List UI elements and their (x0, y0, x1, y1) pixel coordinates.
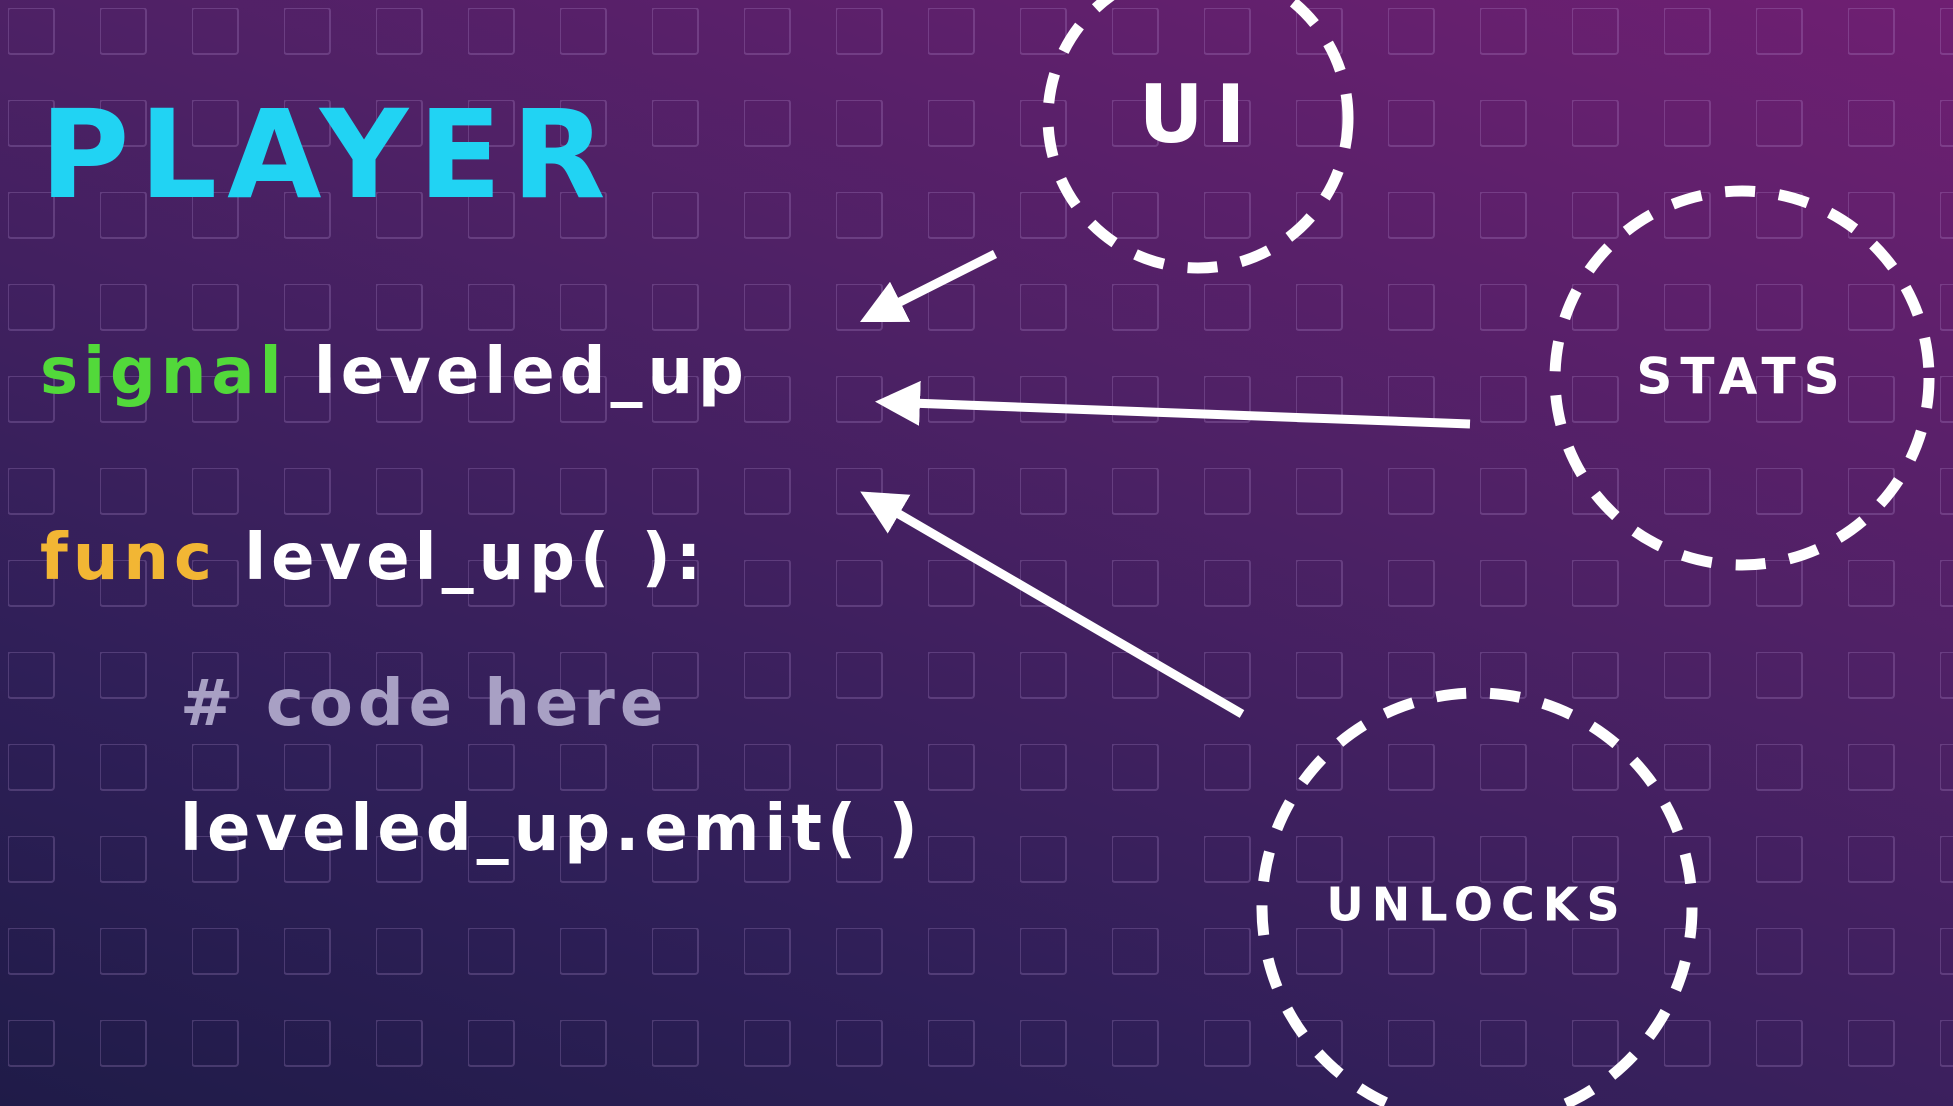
stats-node-label: STATS (1636, 348, 1847, 406)
signal-keyword: signal (40, 335, 287, 409)
ui-node: UI (1042, 0, 1354, 274)
page-title: PLAYER (40, 84, 616, 226)
ui-node-label: UI (1139, 68, 1258, 161)
arrow-stats-to-signal (875, 380, 1471, 429)
arrow-ui-to-signal (859, 249, 998, 323)
arrow-unlocks-to-signal (860, 491, 1245, 718)
code-comment: # code here (180, 667, 669, 741)
function-signature: level_up( ): (244, 521, 707, 595)
unlocks-node: UNLOCKS (1256, 687, 1698, 1106)
func-keyword: func (40, 521, 217, 595)
signal-name: leveled_up (313, 335, 749, 409)
signal-declaration-line: signal leveled_up (40, 340, 749, 404)
function-declaration-line: func level_up( ): (40, 526, 706, 590)
stats-dashed-circle (1549, 185, 1935, 571)
unlocks-dashed-circle (1256, 687, 1698, 1106)
ui-dashed-circle (1042, 0, 1354, 274)
unlocks-node-label: UNLOCKS (1326, 878, 1627, 932)
stats-node: STATS (1549, 185, 1935, 571)
emit-call-line: leveled_up.emit( ) (180, 792, 923, 866)
